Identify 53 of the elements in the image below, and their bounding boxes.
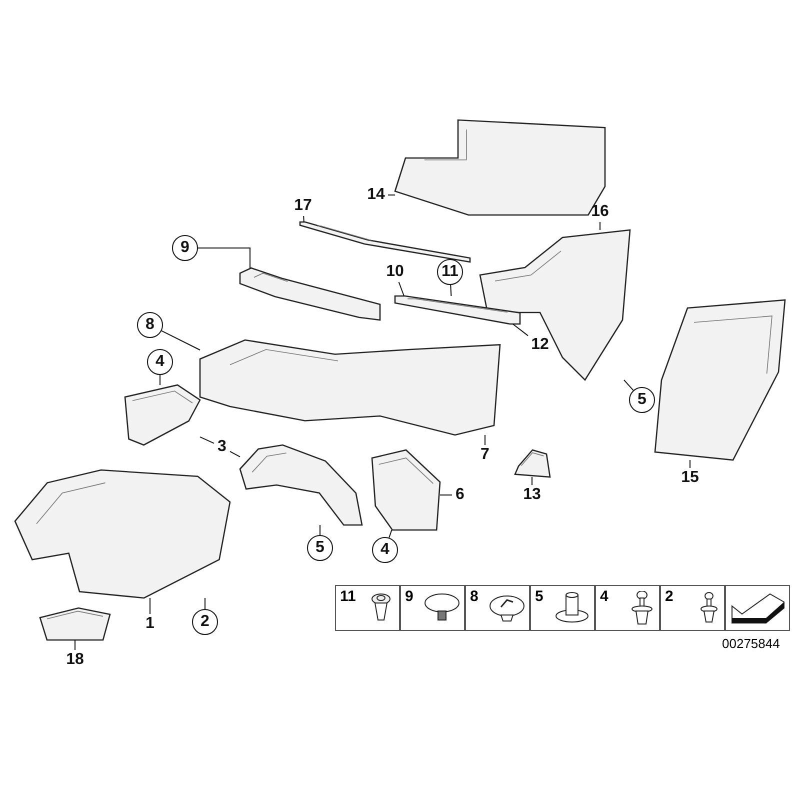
insulation-panel	[655, 300, 785, 460]
callout-number: 4	[600, 588, 608, 605]
callout-number: 18	[63, 650, 87, 670]
insulation-pad	[40, 608, 110, 640]
leader-line	[74, 640, 76, 650]
cowl-strip	[240, 268, 380, 320]
callout-number: 15	[678, 468, 702, 488]
callout-number: 9	[405, 588, 414, 605]
leader-line	[512, 324, 528, 336]
callout-number: 3	[214, 437, 230, 457]
leader-line	[200, 436, 214, 444]
wheelhouse-insulation	[480, 230, 630, 380]
callout-number: 5	[307, 535, 333, 561]
callout-number: 17	[292, 196, 314, 216]
callout-number: 14	[364, 185, 388, 205]
callout-number: 9	[172, 235, 198, 261]
leader-line	[388, 194, 396, 196]
callout-number: 10	[383, 262, 407, 282]
leader-line	[388, 530, 392, 538]
drawing-number: 00275844	[722, 636, 780, 651]
callout-number: 16	[588, 202, 612, 222]
foam-block	[515, 450, 550, 477]
callout-number: 4	[147, 349, 173, 375]
callout-number: 11	[437, 259, 463, 285]
callout-number: 2	[192, 609, 218, 635]
leader-line	[204, 598, 206, 610]
leader-line	[440, 494, 452, 496]
callout-number: 11	[340, 588, 356, 605]
underhood-shield	[15, 470, 230, 598]
callout-number: 4	[372, 537, 398, 563]
footwell-insulation	[372, 450, 440, 530]
tunnel-insulation	[240, 445, 362, 525]
callout-number: 12	[528, 335, 552, 355]
leader-line	[161, 330, 200, 350]
leader-line	[198, 248, 250, 268]
leader-line	[450, 284, 452, 296]
trim-strip	[395, 296, 520, 324]
leader-line	[624, 380, 634, 391]
callout-number: 2	[665, 588, 674, 605]
leader-line	[303, 216, 304, 222]
callout-number: 7	[477, 445, 493, 465]
callout-number: 6	[452, 485, 468, 505]
leader-line	[230, 450, 240, 458]
callout-number: 8	[470, 588, 478, 605]
callout-number: 8	[137, 312, 163, 338]
leader-line	[398, 282, 404, 296]
callout-number: 5	[535, 588, 544, 605]
leader-line	[484, 434, 486, 446]
side-insulation-panel	[125, 385, 200, 445]
callout-number: 13	[520, 485, 544, 505]
seal-strip	[300, 222, 470, 262]
callout-number: 5	[629, 387, 655, 413]
callout-number: 1	[142, 614, 158, 634]
